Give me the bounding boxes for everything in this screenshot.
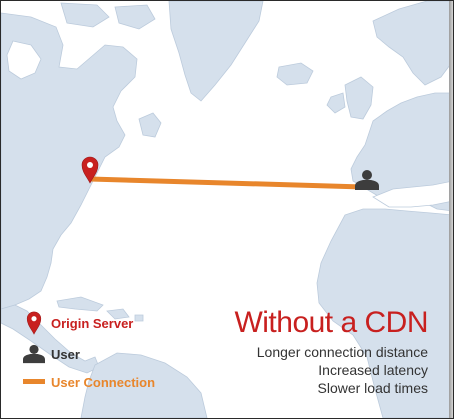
arctic-island (60, 2, 110, 28)
puerto-rico (134, 314, 144, 322)
hudson-bay (6, 40, 42, 80)
legend-label-origin-server: Origin Server (51, 315, 134, 331)
north-america-land (1, 12, 138, 310)
british-isles (344, 76, 374, 120)
map-pin-icon (23, 311, 45, 335)
legend-label-user-connection: User Connection (51, 374, 156, 390)
headline-point: Longer connection distance (256, 344, 428, 360)
map-pin-icon (81, 156, 99, 184)
cuba (56, 296, 104, 312)
headline-point: Slower load times (317, 380, 429, 396)
headline-point: Increased latency (318, 362, 428, 378)
hispaniola (106, 308, 130, 320)
right-edge-bar (449, 1, 453, 418)
iceland-land (276, 62, 314, 86)
greenland-land (168, 1, 264, 102)
south-america-land (80, 352, 208, 418)
map-pin-hole (87, 162, 93, 168)
newfoundland (138, 112, 162, 138)
map-pin-shape (81, 156, 99, 184)
legend-item-user-connection: User Connection (23, 370, 155, 394)
mediterranean (372, 180, 453, 208)
arctic-island (114, 4, 156, 30)
ireland (326, 92, 346, 114)
africa-land (316, 208, 453, 418)
user-silhouette-icon (355, 170, 379, 190)
user-silhouette-icon (23, 342, 45, 366)
legend-item-origin-server: Origin Server (23, 311, 133, 335)
user-connection-line (89, 176, 364, 190)
scandinavia-land (372, 1, 453, 86)
headline-title: Without a CDN (234, 306, 428, 339)
connection-line-icon (23, 370, 45, 394)
user-head (362, 170, 372, 180)
legend-label-user: User (51, 346, 80, 362)
legend-item-user: User (23, 342, 80, 366)
headline-block: Without a CDN Longer connection distance… (234, 303, 428, 397)
connection-line-icon (89, 176, 364, 190)
user-body (355, 180, 379, 190)
